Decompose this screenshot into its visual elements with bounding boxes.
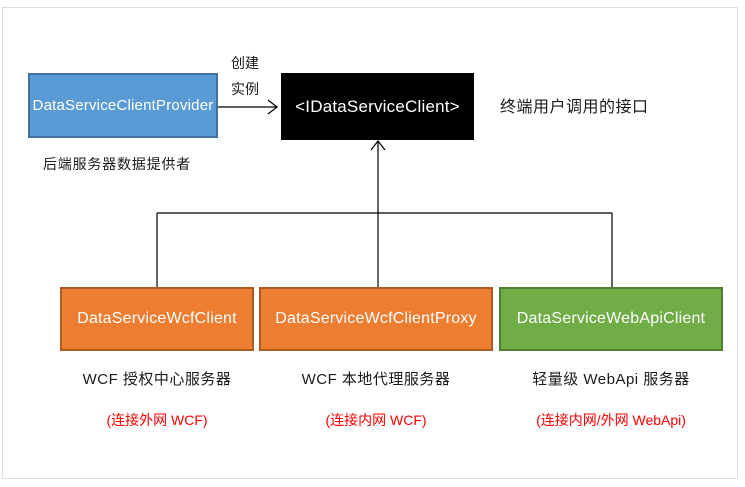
client-box-wcf: DataServiceWcfClient — [60, 287, 254, 351]
client-note-wcf: (连接外网 WCF) — [106, 412, 208, 428]
provider-box: DataServiceClientProvider — [28, 73, 218, 138]
interface-box: <IDataServiceClient> — [281, 73, 474, 140]
create-instance-label-line1: 创建 — [231, 55, 259, 71]
client-note-wcf-proxy: (连接内网 WCF) — [325, 412, 427, 428]
interface-box-label: <IDataServiceClient> — [295, 96, 460, 116]
diagram-frame-border — [2, 7, 738, 479]
interface-caption: 终端用户调用的接口 — [500, 99, 649, 116]
client-caption-wcf: WCF 授权中心服务器 — [82, 371, 232, 388]
client-caption-webapi: 轻量级 WebApi 服务器 — [532, 371, 690, 388]
client-box-wcf-label: DataServiceWcfClient — [77, 310, 237, 327]
provider-caption: 后端服务器数据提供者 — [43, 156, 191, 172]
client-box-webapi: DataServiceWebApiClient — [499, 287, 723, 351]
client-box-webapi-label: DataServiceWebApiClient — [516, 310, 706, 327]
client-note-webapi: (连接内网/外网 WebApi) — [536, 412, 686, 428]
client-box-wcf-proxy-label: DataServiceWcfClientProxy — [275, 310, 477, 327]
create-instance-label: 创建 实例 — [231, 50, 259, 102]
client-box-wcf-proxy: DataServiceWcfClientProxy — [259, 287, 493, 351]
client-caption-wcf-proxy: WCF 本地代理服务器 — [301, 371, 451, 388]
create-instance-label-line2: 实例 — [231, 81, 259, 97]
provider-box-label: DataServiceClientProvider — [32, 97, 214, 114]
